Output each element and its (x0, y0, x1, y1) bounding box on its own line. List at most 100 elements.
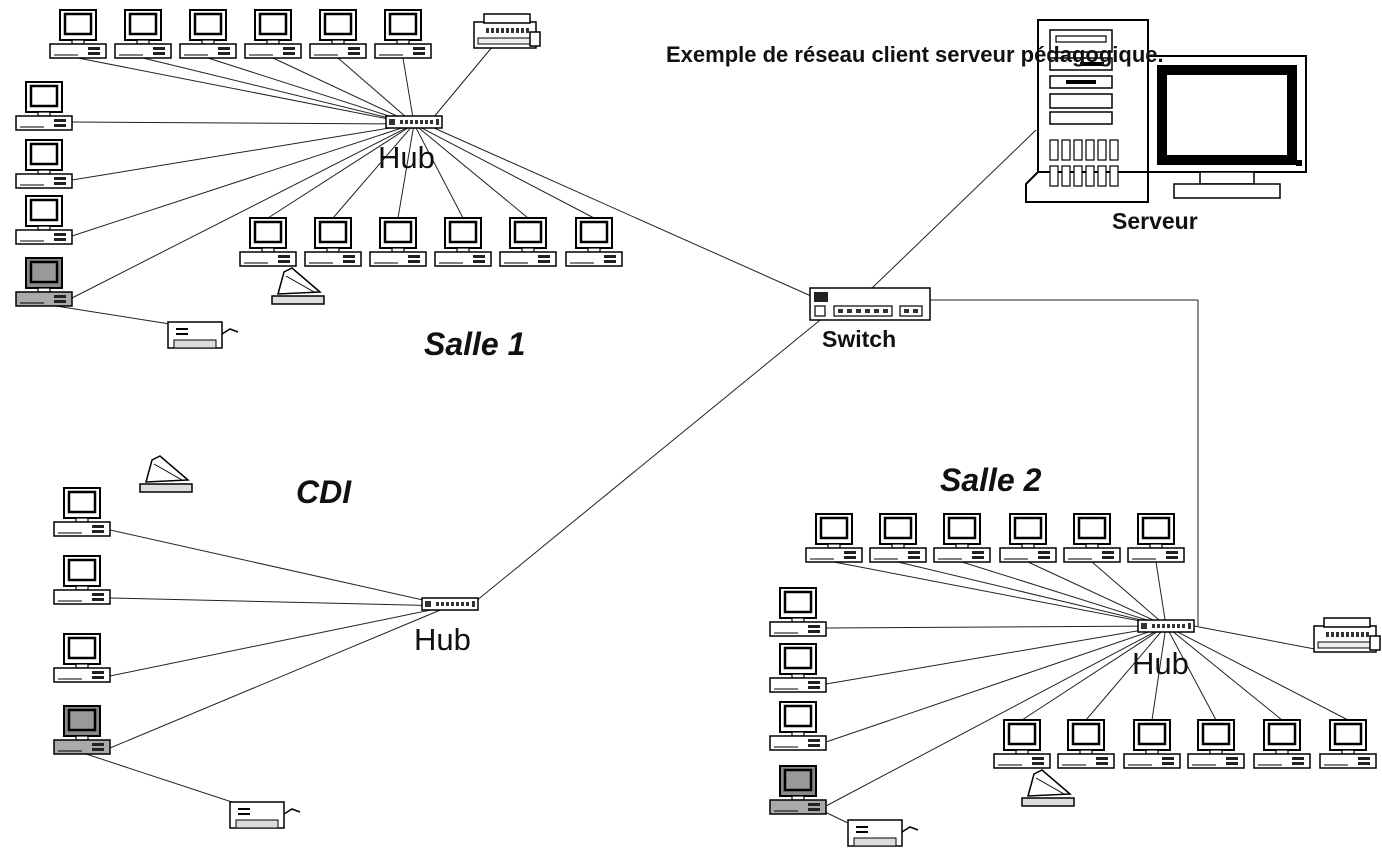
computer-icon (565, 217, 623, 267)
server-label: Serveur (1112, 208, 1198, 234)
network-cable (433, 127, 821, 301)
computer-icon (179, 9, 237, 59)
computer-icon (53, 487, 111, 537)
network-cable (55, 305, 171, 325)
computer-icon (769, 701, 827, 751)
computer-icon (15, 195, 73, 245)
hub-icon (1137, 619, 1195, 633)
network-printer-icon (1313, 617, 1381, 653)
computer-icon (49, 9, 107, 59)
network-cable (332, 123, 415, 219)
scanner-icon (1021, 769, 1075, 807)
network-cable (71, 123, 415, 181)
computer-icon (304, 217, 362, 267)
network-cable (825, 625, 1167, 743)
network-cable (961, 561, 1167, 627)
network-cable (825, 625, 1167, 685)
computer-icon (805, 513, 863, 563)
network-cable (1165, 625, 1217, 721)
server-tower-icon (1025, 19, 1149, 203)
monitor-icon (1147, 55, 1307, 199)
network-cable (413, 123, 595, 219)
network-cable (469, 311, 831, 607)
network-cable (825, 625, 1167, 807)
network-cable (71, 123, 415, 299)
network-cable (833, 561, 1167, 627)
room1-label: Salle 1 (424, 326, 526, 362)
network-cable (869, 129, 1037, 291)
computer-icon (374, 9, 432, 59)
computer-icon (769, 643, 827, 693)
computer-icon (769, 587, 827, 637)
computer-icon (15, 139, 73, 189)
network-cable (337, 57, 415, 125)
network-cable (109, 529, 451, 607)
network-cable (413, 123, 464, 219)
switch-icon (809, 287, 931, 321)
network-cable (427, 39, 499, 125)
computer-icon (309, 9, 367, 59)
network-cable (1085, 625, 1167, 721)
network-printer-icon (473, 13, 541, 49)
computer-icon (1057, 719, 1115, 769)
network-cable (1165, 625, 1283, 721)
printer-icon (167, 321, 239, 349)
computer-icon (244, 9, 302, 59)
computer-icon (434, 217, 492, 267)
computer-icon (369, 217, 427, 267)
devices (15, 9, 1381, 847)
scanner-icon (271, 267, 325, 305)
hub-icon (421, 597, 479, 611)
switch-label: Switch (822, 326, 897, 352)
network-cable (272, 57, 415, 125)
computer-icon (53, 633, 111, 683)
network-cable (71, 123, 415, 237)
hub-cdi-label: Hub (414, 622, 471, 657)
computer-icon (769, 765, 827, 815)
network-cable (1155, 561, 1167, 627)
computer-icon (999, 513, 1057, 563)
computer-icon (239, 217, 297, 267)
hub1-label: Hub (378, 140, 435, 175)
network-cable (77, 57, 415, 125)
scanner-icon (139, 455, 193, 493)
computer-icon (869, 513, 927, 563)
network-cable (109, 597, 451, 607)
network-cable (1027, 561, 1167, 627)
computer-icon (993, 719, 1051, 769)
network-cable (79, 751, 239, 805)
network-cable (109, 605, 451, 749)
computer-icon (933, 513, 991, 563)
cdi-label: CDI (296, 474, 352, 510)
network-cable (397, 123, 415, 219)
computer-icon (1319, 719, 1377, 769)
hub2-label: Hub (1132, 646, 1189, 681)
network-cable (825, 625, 1167, 629)
computer-icon (53, 705, 111, 755)
computer-icon (499, 217, 557, 267)
computer-icon (1127, 513, 1185, 563)
computer-icon (1253, 719, 1311, 769)
printer-icon (229, 801, 301, 829)
computer-icon (15, 81, 73, 131)
network-cable (109, 605, 451, 677)
computer-icon (1063, 513, 1121, 563)
network-cable (1193, 625, 1321, 651)
network-cable (1165, 625, 1349, 721)
network-cable (1091, 561, 1167, 627)
network-cable (1021, 625, 1167, 721)
network-cable (1151, 625, 1167, 721)
network-cable (897, 561, 1167, 627)
diagram-title: Exemple de réseau client serveur pédagog… (666, 42, 1164, 67)
printer-icon (847, 819, 919, 847)
computer-icon (114, 9, 172, 59)
room2-label: Salle 2 (940, 462, 1042, 498)
network-cable (402, 57, 415, 125)
network-cable (207, 57, 415, 125)
computer-icon (15, 257, 73, 307)
network-cable (413, 123, 529, 219)
cables (55, 39, 1349, 825)
network-cable (142, 57, 415, 125)
hub-icon (385, 115, 443, 129)
